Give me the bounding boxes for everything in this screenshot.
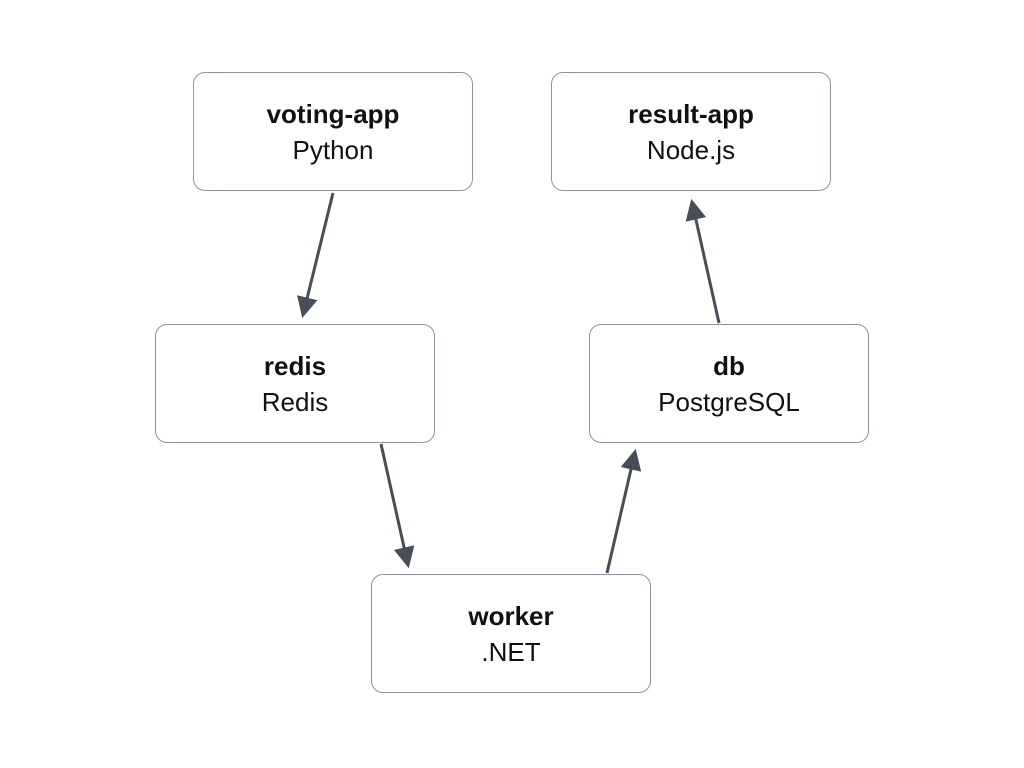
node-title: worker: [468, 600, 554, 631]
node-title: db: [713, 350, 745, 381]
node-subtitle: .NET: [481, 636, 541, 667]
node-subtitle: PostgreSQL: [658, 386, 800, 417]
node-title: voting-app: [266, 98, 400, 129]
node-title: result-app: [628, 98, 754, 129]
node-subtitle: Redis: [261, 386, 329, 417]
node-subtitle: Node.js: [646, 134, 736, 165]
node-redis: redis Redis: [155, 324, 435, 443]
node-title: redis: [263, 350, 327, 381]
edge-redis-to-worker: [379, 443, 415, 569]
node-db: db PostgreSQL: [589, 324, 869, 443]
node-worker: worker .NET: [371, 574, 651, 693]
node-voting-app: voting-app Python: [193, 72, 473, 191]
edge-voting-app-to-redis: [297, 192, 335, 319]
edge-worker-to-db: [605, 448, 642, 574]
node-subtitle: Python: [292, 134, 374, 165]
node-result-app: result-app Node.js: [551, 72, 831, 191]
edge-db-to-result-app: [685, 198, 721, 324]
